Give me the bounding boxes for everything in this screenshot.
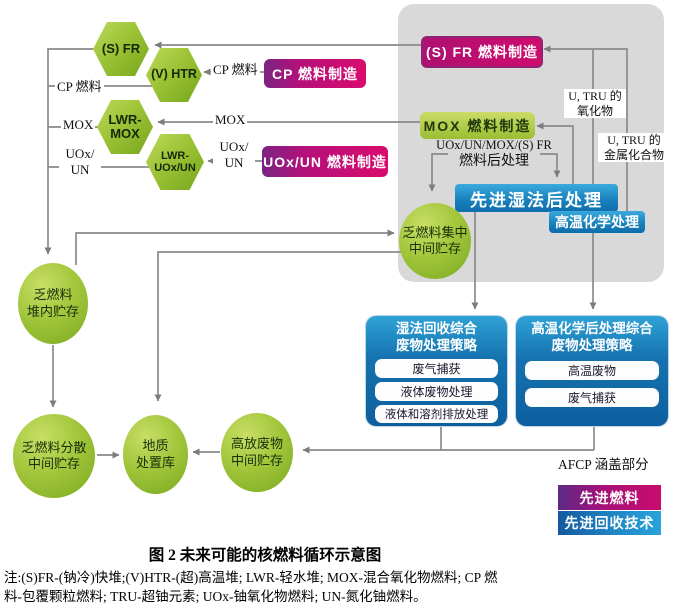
label-mox-left: MOX [61,117,96,133]
geo-line2: 处置库 [135,454,175,470]
central-interim-line1: 乏燃料集中 [402,224,468,240]
wet-waste-title: 湿法回收综合 废物处理策略 [366,321,507,355]
label-u-tru-metal: U, TRU 的 金属化合物 [598,133,670,163]
edge-reproc-to-collect [428,153,448,192]
advanced-wet-reprocessing-box: 先进湿法后处理 [455,184,618,212]
cp-fuel-fab-box: CP 燃料制造 [264,59,366,88]
pyro-waste-title-line1: 高温化学后处理综合 [531,321,653,336]
label-uox-left-line2: UN [70,161,90,177]
wet-waste-item: 液体废物处理 [375,381,498,401]
sfr-fuel-fab-label: (S) FR 燃料制造 [425,44,539,60]
figure-note-line2: 料-包覆颗粒燃料; TRU-超铀元素; UOx-铀氧化物燃料; UN-氮化铀燃料… [4,589,427,604]
wet-waste-item: 废气捕获 [375,358,498,378]
edge-collect-to-geo [154,251,401,402]
label-uox-left-line1: UOx/ [65,146,95,161]
at-reactor-line2: 堆内贮存 [26,303,79,319]
wet-recycle-waste-strategy-box: 湿法回收综合 废物处理策略 废气捕获 液体废物处理 液体和溶剂排放处理 [366,316,507,426]
sfr-fuel-fab-box: (S) FR 燃料制造 [421,36,543,68]
hex-lwr-uox-line1: LWR- [160,149,190,162]
wet-waste-item: 液体和溶剂排放处理 [375,404,498,423]
legend-advanced-recycle-label: 先进回收技术 [564,515,655,531]
dispersed-line1: 乏燃料分散 [21,439,87,455]
pyro-waste-title: 高温化学后处理综合 废物处理策略 [516,321,668,355]
wet-waste-title-line2: 废物处理策略 [396,337,477,353]
hex-lwr-mox-line1: LWR- [108,111,142,127]
ellipse-hlw-interim-storage: 高放废物 中间贮存 [221,413,293,492]
label-reproc-line2: 燃料后处理 [459,154,529,170]
edge-reproc-to-wet [540,153,561,178]
label-cp-fuel-mid: CP 燃料 [211,62,260,78]
advanced-wet-reprocessing-label: 先进湿法后处理 [470,190,603,210]
legend-heading: AFCP 涵盖部分 [558,457,649,472]
hex-vhtr-label: (V) HTR [151,67,197,82]
uox-un-fuel-fab-label: UOx/UN 燃料制造 [263,153,387,170]
label-oxide-line2: 氧化物 [576,103,613,118]
cp-fuel-fab-label: CP 燃料制造 [271,65,359,82]
edge-wet-to-moxfab [536,122,574,184]
ellipse-geological-repository: 地质 处置库 [123,415,188,494]
figure-note-line1: 注:(S)FR-(钠冷)快堆;(V)HTR-(超)高温堆; LWR-轻水堆; M… [4,570,498,585]
legend-advanced-recycle: 先进回收技术 [558,511,661,535]
geo-line1: 地质 [142,438,169,454]
dispersed-line2: 中间贮存 [27,456,80,471]
label-uox-mid-line1: UOx/ [219,139,249,154]
edge-sfrhex-down-to-reactor-storage [44,48,95,255]
hlw-line2: 中间贮存 [230,452,283,468]
ellipse-dispersed-interim-storage: 乏燃料分散 中间贮存 [13,414,95,498]
pyro-waste-strategy-box: 高温化学后处理综合 废物处理策略 高温废物 废气捕获 [516,316,668,426]
central-interim-line2: 中间贮存 [408,241,461,256]
hex-lwr-uox-reactor: LWR- UOx/UN [146,134,204,190]
label-reproc-line1: UOx/UN/MOX/(S) FR [436,138,552,152]
label-uox-mid-line2: UN [224,154,244,170]
label-uox-mid: UOx/ UN [213,139,255,171]
label-metal-line1: U, TRU 的 [607,133,661,147]
label-uox-left: UOx/ UN [59,146,101,178]
hex-lwr-mox-line2: MOX [110,126,140,141]
edge-reactor-to-collect [75,229,395,265]
hex-lwr-uox-line2: UOx/UN [154,162,196,174]
hlw-line1: 高放废物 [230,436,283,452]
legend-advanced-fuel: 先进燃料 [558,485,661,510]
uox-un-fuel-fab-box: UOx/UN 燃料制造 [262,146,388,177]
pyrochemical-processing-box: 高温化学处理 [549,211,645,233]
figure-caption: 图 2 未来可能的核燃料循环示意图 [148,547,382,564]
ellipse-at-reactor-storage: 乏燃料 堆内贮存 [18,263,88,344]
legend-advanced-fuel-label: 先进燃料 [579,489,640,506]
hex-sfr-label: (S) FR [101,40,141,56]
label-u-tru-oxide: U, TRU 的 氧化物 [564,89,626,119]
label-metal-line2: 金属化合物 [603,147,664,162]
ellipse-central-interim-storage: 乏燃料集中 中间贮存 [399,203,471,279]
pyrochemical-processing-label: 高温化学处理 [555,214,639,230]
label-spent-fuel-reprocessing: UOx/UN/MOX/(S) FR 燃料后处理 [430,138,558,170]
pyro-waste-item: 高温废物 [525,360,659,380]
label-cp-fuel-left: CP 燃料 [55,79,104,95]
label-oxide-line1: U, TRU 的 [568,89,622,103]
at-reactor-line1: 乏燃料 [33,287,73,303]
label-mox-mid: MOX [213,112,248,128]
mox-fuel-fab-box: MOX 燃料制造 [420,112,535,139]
pyro-waste-title-line2: 废物处理策略 [551,337,633,353]
mox-fuel-fab-label: MOX 燃料制造 [423,117,532,134]
wet-waste-title-line1: 湿法回收综合 [396,321,477,336]
pyro-waste-item: 废气捕获 [525,387,659,407]
